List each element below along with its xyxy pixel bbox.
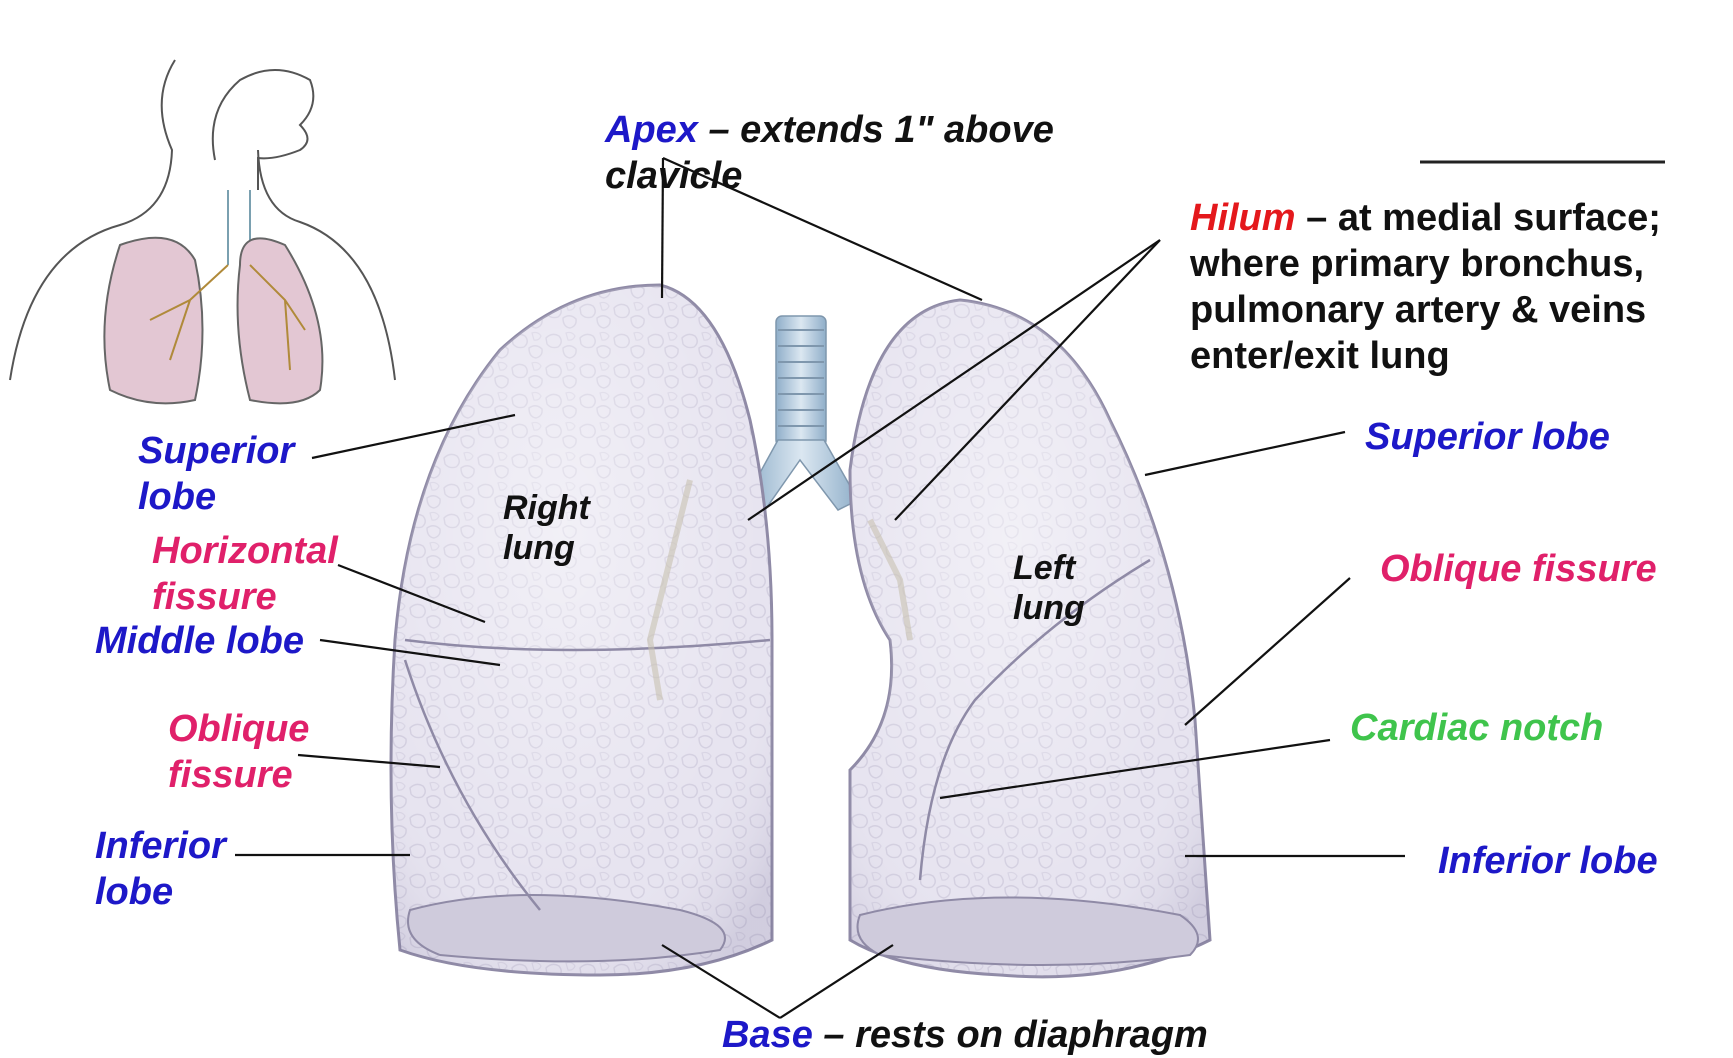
base-term: Base [722, 1014, 813, 1056]
left-lung-illustration [850, 300, 1210, 977]
torso-lungs-illustration [10, 60, 395, 403]
right-inferior-lobe-line1: Inferior [95, 823, 226, 869]
hilum-term: Hilum [1190, 197, 1296, 239]
right-lung-illustration [391, 285, 772, 975]
hilum-separator: – [1296, 197, 1338, 239]
left-oblique-fissure-label: Oblique fissure [1380, 546, 1657, 592]
hilum-desc-line3: pulmonary artery & veins [1190, 287, 1646, 333]
left-lung-name-line1: Left [1013, 548, 1075, 588]
middle-lobe-label: Middle lobe [95, 618, 304, 664]
apex-separator: – [698, 109, 740, 151]
apex-label: Apex – extends 1" above [605, 107, 1054, 153]
leader-left-superior-lobe [1145, 432, 1345, 475]
right-superior-lobe-line1: Superior [138, 428, 294, 474]
left-superior-lobe-label: Superior lobe [1365, 414, 1610, 460]
hilum-label: Hilum – at medial surface; [1190, 195, 1661, 241]
horizontal-fissure-line2: fissure [152, 574, 277, 620]
right-oblique-fissure-line2: fissure [168, 752, 293, 798]
apex-desc-line2: clavicle [605, 153, 742, 199]
left-lung-name-line2: lung [1013, 588, 1085, 628]
right-oblique-fissure-line1: Oblique [168, 706, 309, 752]
left-inferior-lobe-label: Inferior lobe [1438, 838, 1658, 884]
right-superior-lobe-line2: lobe [138, 474, 216, 520]
right-inferior-lobe-line2: lobe [95, 869, 173, 915]
base-separator: – [813, 1014, 855, 1056]
hilum-desc-line1: at medial surface; [1338, 197, 1661, 239]
base-label: Base – rests on diaphragm [722, 1012, 1208, 1058]
right-lung-name-line2: lung [503, 528, 575, 568]
cardiac-notch-label: Cardiac notch [1350, 705, 1603, 751]
hilum-desc-line4: enter/exit lung [1190, 333, 1450, 379]
leader-base-left [780, 945, 893, 1018]
apex-term: Apex [605, 109, 698, 151]
hilum-desc-line2: where primary bronchus, [1190, 241, 1644, 287]
apex-desc-line1: extends 1" above [740, 109, 1054, 151]
leader-left-oblique-fissure [1185, 578, 1350, 725]
right-lung-name-line1: Right [503, 488, 590, 528]
horizontal-fissure-line1: Horizontal [152, 528, 338, 574]
base-desc: rests on diaphragm [855, 1014, 1208, 1056]
